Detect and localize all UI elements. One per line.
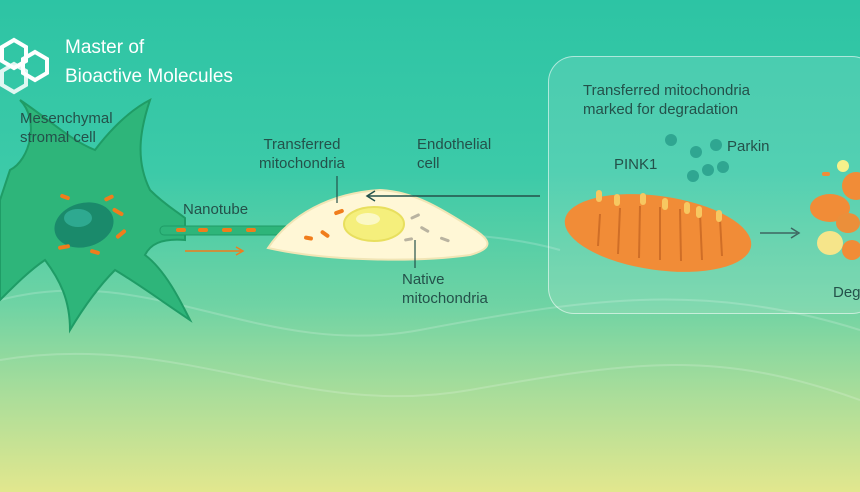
- panel-title: Transferred mitochondria marked for degr…: [583, 82, 751, 118]
- degradation-panel: [548, 56, 860, 314]
- transferred-mitochondria-in-cell: [304, 208, 344, 241]
- msc-mitochondria: [58, 193, 127, 255]
- orange-mitochondrion: [564, 194, 752, 272]
- msc-label: Mesenchymal stromal cell: [20, 110, 113, 146]
- return-arrow: [365, 190, 540, 202]
- brand-title: Master of Bioactive Molecules: [65, 37, 233, 87]
- native-mitochondria-in-cell: [404, 213, 450, 243]
- hexagon-molecule-logo: [0, 37, 49, 95]
- degradation-fragments: [810, 160, 860, 260]
- endothelial-cell-label: Endothelial cell: [417, 136, 492, 172]
- mitochondrion-cristae: [597, 205, 723, 262]
- degradation-arrow: [760, 227, 801, 239]
- parkin-proteins: [665, 134, 729, 182]
- pink1-label: PINK1: [614, 156, 658, 173]
- native-mitochondria-label: Native mitochondria: [402, 271, 488, 307]
- parkin-label: Parkin: [727, 138, 770, 155]
- nanotube-mitochondria: [176, 228, 256, 232]
- transferred-mitochondria-label: Transferred mitochondria: [259, 136, 345, 172]
- degradation-label: Deg: [833, 284, 860, 301]
- pink1-markers: [596, 190, 722, 222]
- transfer-arrow: [185, 246, 245, 256]
- nanotube-label: Nanotube: [183, 201, 249, 218]
